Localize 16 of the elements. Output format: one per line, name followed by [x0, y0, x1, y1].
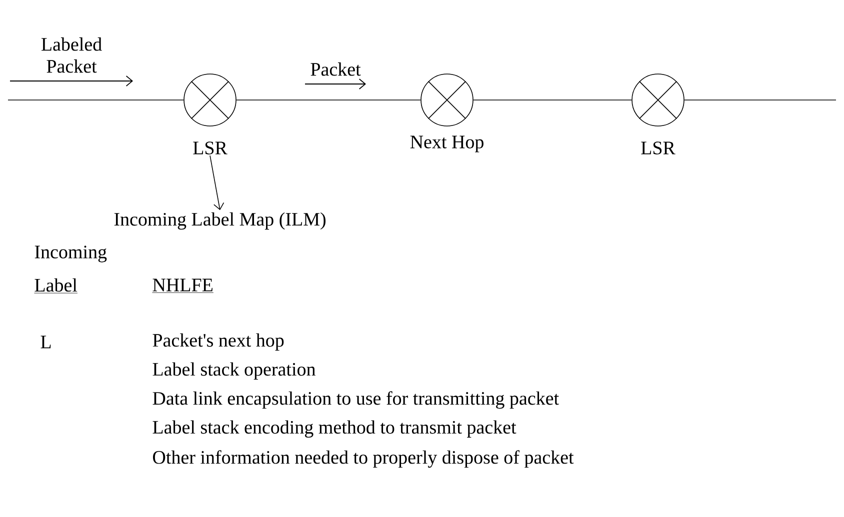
table-cell: Label stack operation [152, 362, 316, 380]
column-heading: Incoming [34, 246, 107, 262]
map-title: Incoming Label Map (ILM) [114, 212, 326, 230]
router-label: LSR [193, 142, 228, 154]
table-cell: Other information needed to properly dispose of packet [153, 450, 574, 468]
label-text: Packet [310, 62, 361, 76]
table-cell: Packet's next hop [152, 333, 284, 351]
column-heading: Label [34, 278, 78, 294]
table-cell: Data link encapsulation to use for transmitting packet [152, 391, 559, 409]
table-cell: Label stack encoding method to transmit packet [152, 420, 516, 438]
table-cell: L [40, 336, 51, 348]
column-heading: NHLFE [152, 278, 214, 293]
router-label: Next Hop [410, 136, 484, 152]
router-label: LSR [641, 142, 676, 154]
label-text: Labeled Packet [41, 37, 102, 73]
arrow [210, 155, 224, 210]
